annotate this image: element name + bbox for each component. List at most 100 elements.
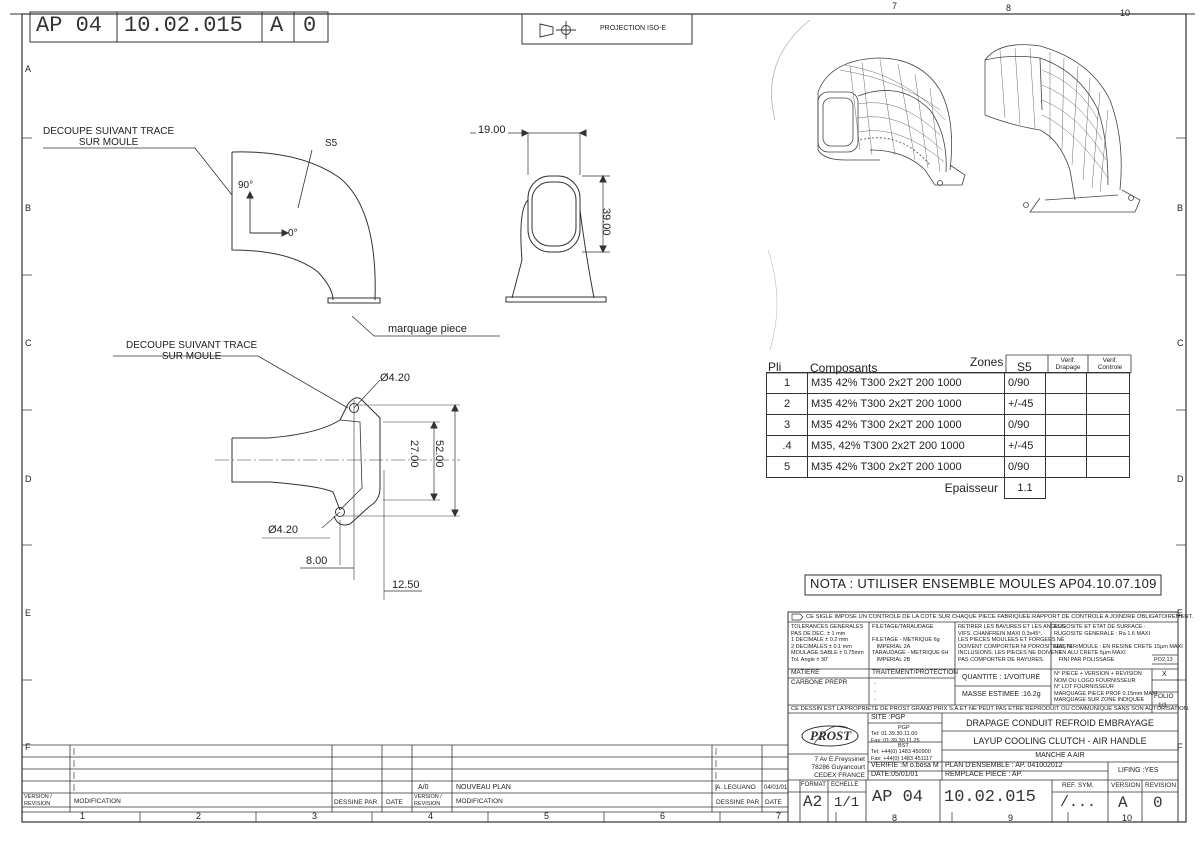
header-ref-boxes — [29, 11, 693, 45]
table-row: 2 M35 42% T300 2x2T 200 1000 +/-45 — [766, 393, 1130, 415]
ply-verif-controle[interactable] — [1086, 435, 1130, 457]
revision-block-grid — [22, 744, 789, 822]
label-angle-90: 90° — [238, 180, 254, 191]
ply-number: 1 — [766, 372, 808, 394]
row-label-d: D — [25, 474, 32, 484]
echelle-label: ECHELLE — [831, 782, 859, 788]
ply-composant: M35 42% T300 2x2T 200 1000 — [807, 456, 1005, 478]
ply-verif-drapage[interactable] — [1045, 456, 1087, 478]
label-s5: S5 — [325, 138, 338, 149]
phone-bst: Tel: +44(0) 1483 450900 Fax: +44(0) 1483… — [871, 749, 933, 762]
table-row: 5 M35 42% T300 2x2T 200 1000 0/90 — [766, 456, 1130, 478]
quantite-text: QUANTITE : 1/VOITURE — [962, 674, 1041, 681]
date-text: DATE:05/01/01 — [871, 771, 919, 778]
revision-row-version: A/0 — [418, 784, 429, 791]
remplace-piece: REMPLACE PIECE : AP. — [945, 771, 1023, 778]
format-label: FORMAT — [801, 782, 826, 788]
table-row: 3 M35 42% T300 2x2T 200 1000 0/90 — [766, 414, 1130, 436]
tolerances-text: TOLERANCES GENERALES PAS DE DEC. ± 1 mm … — [791, 624, 864, 663]
retirer-text: RETIRER LES BAVURES ET LES ANGLES VIFS. … — [958, 624, 1073, 663]
title-en: LAYUP COOLING CLUTCH - AIR HANDLE — [973, 736, 1147, 746]
col-label-4: 4 — [428, 811, 434, 821]
col-ticks — [139, 812, 1069, 822]
ply-verif-controle[interactable] — [1086, 372, 1130, 394]
elbow-front-view — [470, 129, 610, 303]
row-label-right-f: F — [1177, 742, 1183, 752]
col-label-6: 6 — [660, 811, 666, 821]
nota-text: NOTA : UTILISER ENSEMBLE MOULES AP04.10.… — [810, 576, 1157, 591]
version-label: VERSION — [1111, 782, 1141, 789]
revision-row-author: A. LEGUANO — [716, 784, 756, 791]
ply-orientation: +/-45 — [1004, 435, 1046, 457]
projection-symbol-icon — [539, 21, 576, 39]
ply-composant: M35 42% T300 2x2T 200 1000 — [807, 393, 1005, 415]
site-bst: BST — [898, 743, 909, 749]
revision-value: 0 — [1153, 794, 1163, 812]
header-ref-0: 0 — [303, 13, 317, 38]
rugosite-mini-code: PO2.13 — [1154, 657, 1173, 663]
ply-header-verif-controle: Verif. Controle — [1097, 357, 1123, 371]
ply-orientation: 0/90 — [1004, 414, 1046, 436]
row-label-right-b: B — [1177, 203, 1184, 213]
row-label-b: B — [25, 203, 32, 213]
table-row-epaisseur: Epaisseur 1.1 — [767, 477, 1130, 499]
callout-decoupe-2: DECOUPE SUIVANT TRACE SUR MOULE — [126, 340, 258, 362]
header-ref-a: A — [270, 13, 284, 38]
col-label-5: 5 — [544, 811, 550, 821]
sketch-arc — [771, 19, 811, 121]
matiere-label: MATIERE — [791, 669, 820, 676]
ply-verif-drapage[interactable] — [1045, 435, 1087, 457]
masse-text: MASSE ESTIMEE :16.2g — [962, 691, 1041, 698]
ply-table: 1 M35 42% T300 2x2T 200 1000 0/90 2 M35 … — [766, 372, 1130, 499]
piece-marking-text: N° PIECE + VERSION + REVISION NOM OU LOG… — [1054, 671, 1158, 703]
header-ref-number: 10.02.015 — [124, 13, 243, 38]
elbow-top-view — [113, 355, 460, 600]
site-code: PGP — [898, 725, 910, 731]
ply-header-s5: S5 — [1017, 360, 1032, 374]
title-block-grid — [787, 611, 1179, 823]
table-row: .4 M35, 42% T300 2x2T 200 1000 +/-45 — [766, 435, 1130, 457]
col-label-10: 10 — [1122, 813, 1133, 823]
title-fr: DRAPAGE CONDUIT REFROID EMBRAYAGE — [966, 718, 1154, 728]
ply-header-zones: Zones — [970, 355, 1004, 369]
ply-orientation: 0/90 — [1004, 456, 1046, 478]
dim-12-5: 12.50 — [392, 579, 420, 591]
col-header-date-2: DATE — [765, 799, 782, 806]
col-label-2: 2 — [196, 811, 202, 821]
row-label-right-e: E — [1177, 608, 1184, 618]
prost-logo-text: PROST — [810, 728, 852, 743]
iso-view-2 — [984, 44, 1141, 213]
col-header-dessine: DESSINE PAR — [334, 799, 378, 806]
ply-number: 5 — [766, 456, 808, 478]
ply-verif-drapage[interactable] — [1045, 372, 1087, 394]
col-header-version: VERSION / REVISION — [24, 794, 52, 807]
ply-orientation: 0/90 — [1004, 372, 1046, 394]
col-header-modification-2: MODIFICATION — [456, 798, 503, 805]
ply-verif-controle[interactable] — [1086, 393, 1130, 415]
col-label-1: 1 — [80, 811, 86, 821]
matiere-value: CARBONE PREPR — [791, 679, 848, 686]
row-label-right-c: C — [1177, 338, 1184, 348]
epaisseur-value: 1.1 — [1004, 477, 1046, 499]
ref-sym-label: REF. SYM. — [1062, 782, 1094, 789]
ply-verif-drapage[interactable] — [1045, 393, 1087, 415]
col-header-dessine-2: DESSINE PAR — [716, 799, 760, 806]
folio-label: FOLIO — [1154, 693, 1174, 700]
label-marquage-piece: marquage piece — [388, 323, 467, 335]
ply-verif-controle[interactable] — [1086, 414, 1130, 436]
prost-logo: PROST — [800, 722, 860, 750]
ply-header-verif-drapage: Verif. Drapage — [1055, 357, 1081, 371]
subtitle: MANCHE A AIR — [1035, 752, 1085, 759]
iso-view-1 — [817, 57, 966, 186]
ply-verif-drapage[interactable] — [1045, 414, 1087, 436]
ply-composant: M35 42% T300 2x2T 200 1000 — [807, 414, 1005, 436]
format-value: A2 — [803, 793, 823, 811]
col-label-9: 9 — [1008, 813, 1014, 823]
plan-ensemble: PLAN D'ENSEMBLE : AP. 041002012 — [945, 762, 1063, 769]
ply-number: 3 — [766, 414, 808, 436]
ply-verif-controle[interactable] — [1086, 456, 1130, 478]
callout-decoupe-1: DECOUPE SUIVANT TRACE SUR MOULE — [43, 126, 175, 148]
col-label-8: 8 — [892, 813, 898, 823]
